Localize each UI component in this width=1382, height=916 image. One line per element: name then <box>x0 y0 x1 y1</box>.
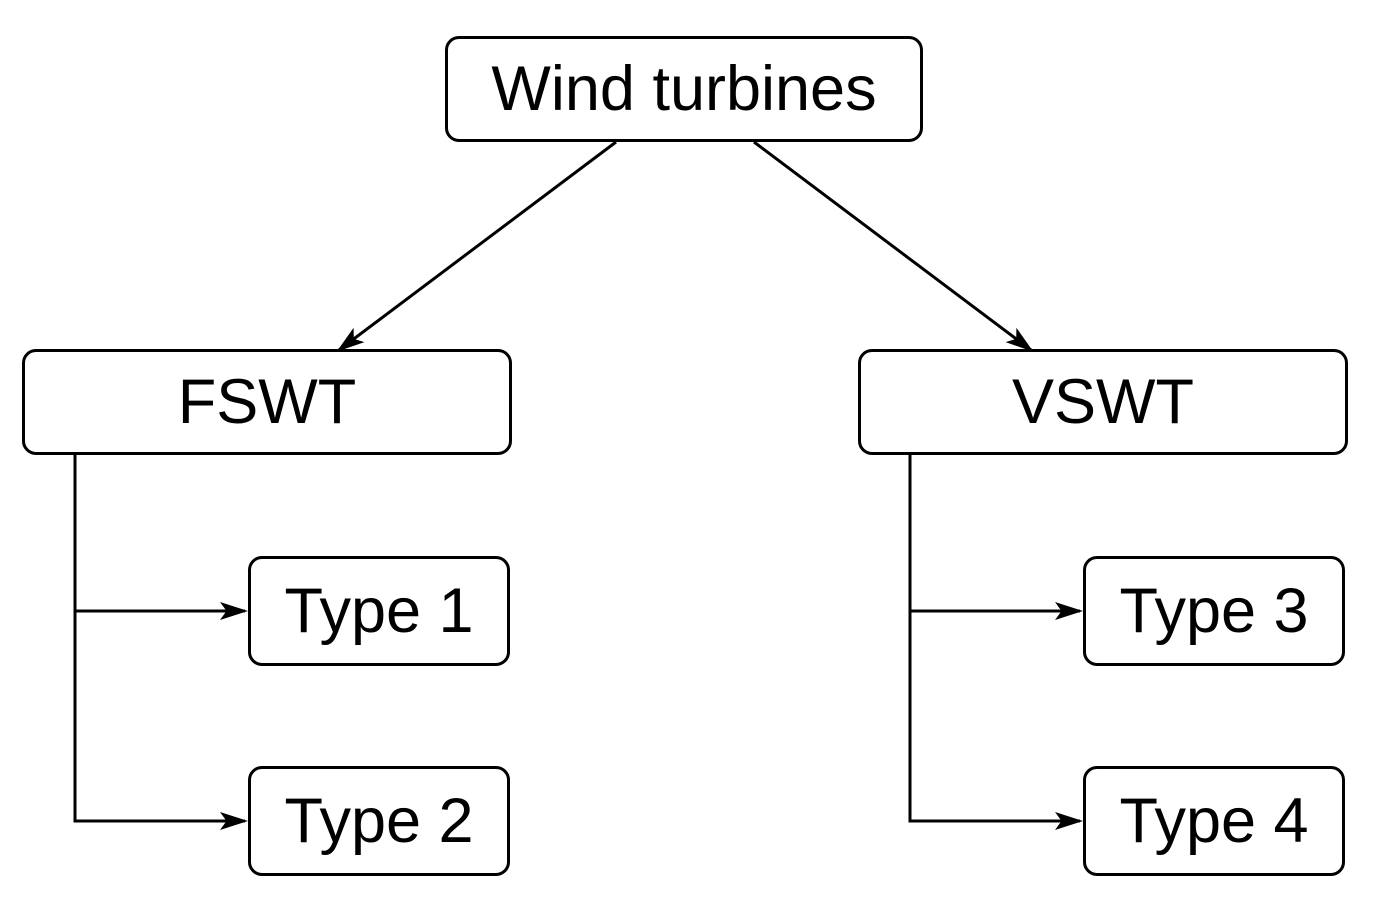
edge-vswt-to-type4 <box>908 453 1083 830</box>
edge-root-to-vswt <box>753 140 1034 352</box>
node-vswt-label: VSWT <box>1012 366 1194 437</box>
node-type-3: Type 3 <box>1083 556 1345 666</box>
node-type-4: Type 4 <box>1083 766 1345 876</box>
node-fswt-label: FSWT <box>177 366 357 437</box>
node-type-1: Type 1 <box>248 556 510 666</box>
node-wind-turbines: Wind turbines <box>445 36 923 142</box>
node-type-2: Type 2 <box>248 766 510 876</box>
node-type-2-label: Type 2 <box>284 785 474 856</box>
node-type-3-label: Type 3 <box>1119 575 1309 646</box>
node-type-1-label: Type 1 <box>284 575 474 646</box>
node-vswt: VSWT <box>858 349 1348 455</box>
node-type-4-label: Type 4 <box>1119 785 1309 856</box>
edge-root-to-fswt <box>336 140 617 352</box>
node-wind-turbines-label: Wind turbines <box>491 53 877 124</box>
node-fswt: FSWT <box>22 349 512 455</box>
edge-fswt-to-type2 <box>73 453 248 830</box>
